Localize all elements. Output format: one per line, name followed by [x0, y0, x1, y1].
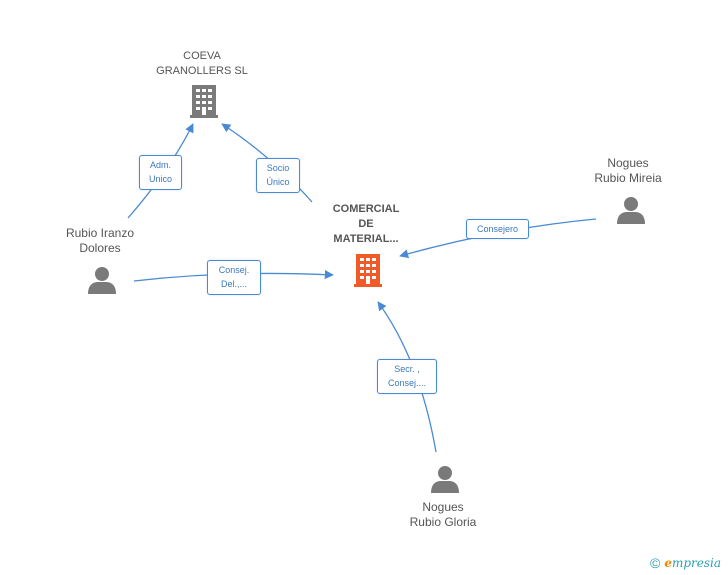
- person-icon[interactable]: [431, 466, 459, 493]
- edge-label-socio-unico[interactable]: Socio Único: [256, 158, 300, 193]
- building-icon[interactable]: [354, 254, 382, 287]
- edge-label-consej-del[interactable]: Consej. Del.,...: [207, 260, 261, 295]
- node-label-nogues-gloria[interactable]: Nogues Rubio Gloria: [409, 500, 477, 529]
- copyright-icon: ©: [650, 555, 661, 571]
- person-icon[interactable]: [88, 267, 116, 294]
- person-icon[interactable]: [617, 197, 645, 224]
- node-label-coeva[interactable]: COEVA GRANOLLERS SL: [156, 50, 248, 77]
- edge-label-secr-consej[interactable]: Secr. , Consej....: [377, 359, 437, 394]
- footer-brand: © empresia: [650, 554, 721, 572]
- node-label-center-company[interactable]: COMERCIAL DE MATERIAL...: [332, 203, 400, 245]
- building-icon[interactable]: [190, 85, 218, 118]
- edge-label-adm-unico[interactable]: Adm. Unico: [139, 155, 182, 190]
- edge-label-consejero[interactable]: Consejero: [466, 219, 529, 239]
- node-label-rubio-iranzo[interactable]: Rubio Iranzo Dolores: [65, 226, 135, 255]
- brand-logo: empresia: [664, 556, 722, 570]
- node-label-nogues-mireia[interactable]: Nogues Rubio Mireia: [594, 156, 662, 185]
